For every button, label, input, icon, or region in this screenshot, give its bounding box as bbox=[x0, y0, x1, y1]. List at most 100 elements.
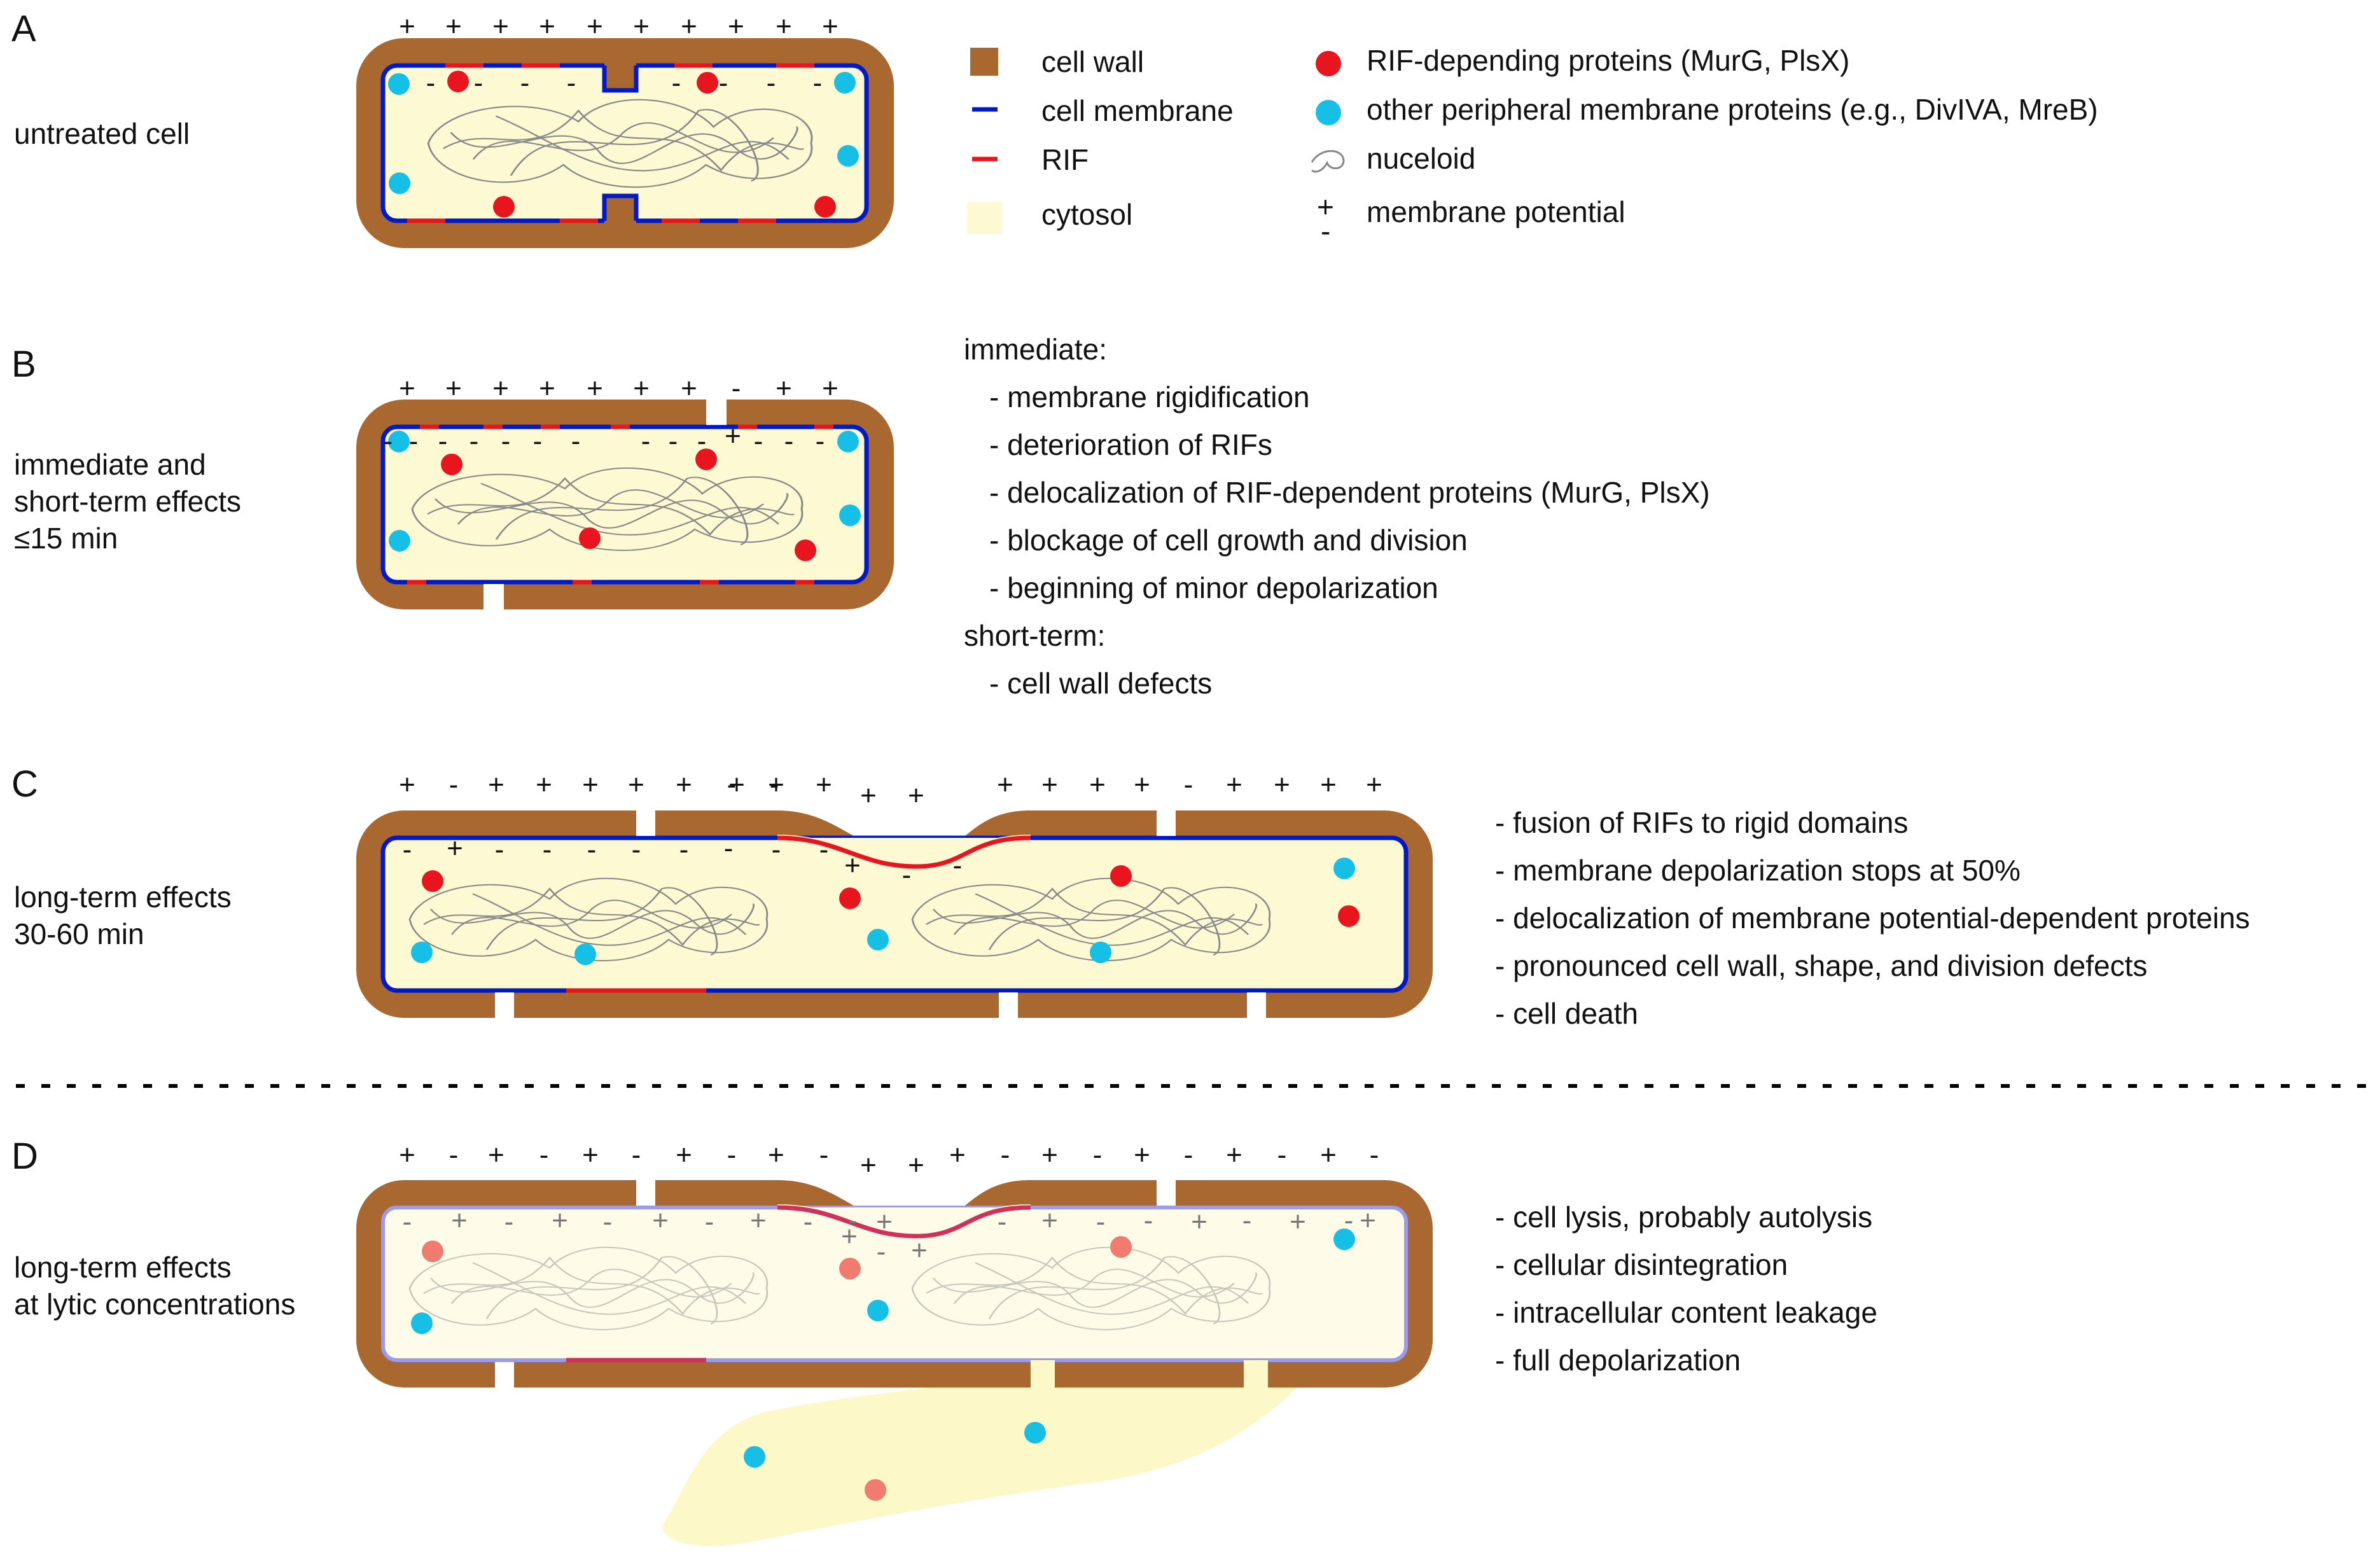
rif-protein bbox=[441, 454, 463, 475]
minus-sign: - bbox=[1001, 1139, 1010, 1171]
plus-sign: + bbox=[1226, 769, 1242, 800]
legend-cell-wall: cell wall bbox=[1041, 45, 1145, 78]
cell-lytic bbox=[356, 1178, 1433, 1547]
septum-bottom bbox=[604, 196, 636, 248]
plus-sign: + bbox=[949, 1139, 966, 1171]
rif-protein bbox=[1110, 1236, 1132, 1258]
rif-protein bbox=[422, 870, 443, 892]
wall-rupture bbox=[1244, 1360, 1268, 1392]
plus-sign: + bbox=[492, 11, 509, 42]
minus-sign: - bbox=[501, 426, 511, 457]
minus-sign: - bbox=[819, 834, 829, 865]
minus-sign: - bbox=[754, 426, 763, 457]
rif-protein bbox=[422, 1241, 443, 1262]
minus-sign: - bbox=[449, 1139, 459, 1171]
cell-short-term bbox=[356, 397, 894, 612]
plus-sign: + bbox=[399, 11, 415, 42]
plus-sign: + bbox=[728, 11, 744, 42]
plus-sign: + bbox=[1274, 769, 1290, 800]
effect-item: - blockage of cell growth and division bbox=[989, 524, 1468, 557]
minus-sign: - bbox=[603, 1206, 613, 1237]
peripheral-protein bbox=[837, 145, 859, 167]
rif-protein bbox=[795, 539, 816, 561]
legend-plus-sign: + bbox=[1317, 190, 1334, 223]
panel-d-label-1: long-term effects bbox=[14, 1251, 232, 1284]
plus-sign: + bbox=[768, 1139, 784, 1171]
plus-sign: + bbox=[445, 373, 462, 404]
minus-sign: - bbox=[495, 834, 505, 865]
minus-sign: - bbox=[403, 1206, 412, 1237]
plus-sign: + bbox=[1134, 769, 1150, 800]
minus-sign: - bbox=[877, 1236, 886, 1267]
wall-defect bbox=[636, 808, 655, 836]
panel-b-effects: immediate: - membrane rigidification - d… bbox=[964, 326, 1710, 707]
rif-rigid-domain bbox=[777, 1205, 1031, 1239]
cell-untreated bbox=[356, 38, 894, 248]
minus-sign: - bbox=[470, 426, 479, 457]
plus-sign: + bbox=[587, 373, 603, 404]
minus-sign: - bbox=[403, 834, 412, 865]
panel-letter-c: C bbox=[11, 763, 38, 805]
peripheral-protein bbox=[834, 72, 856, 94]
minus-sign: - bbox=[1001, 1139, 1010, 1171]
plus-sign: + bbox=[1320, 769, 1337, 800]
plus-sign: + bbox=[776, 11, 792, 42]
leaked-cytosol bbox=[662, 1361, 1298, 1547]
plus-sign: + bbox=[1041, 1205, 1058, 1236]
plus-sign: + bbox=[676, 769, 692, 800]
panel-a-label: untreated cell bbox=[14, 117, 190, 150]
effect-item: - pronounced cell wall, shape, and divis… bbox=[1495, 949, 2148, 982]
plus-sign: + bbox=[725, 421, 741, 452]
plus-sign: + bbox=[768, 769, 784, 800]
minus-sign: - bbox=[1184, 769, 1193, 800]
panel-b-label-3: ≤15 min bbox=[14, 522, 118, 555]
peripheral-protein bbox=[411, 942, 433, 963]
minus-sign: - bbox=[819, 1139, 829, 1171]
panel-letter-a: A bbox=[11, 8, 36, 50]
legend-rif: RIF bbox=[1041, 143, 1089, 176]
cell-long-term bbox=[356, 808, 1433, 1020]
plus-sign: + bbox=[1366, 769, 1382, 800]
minus-sign: - bbox=[1093, 1139, 1103, 1171]
effect-item: - cellular disintegration bbox=[1495, 1248, 1788, 1281]
minus-sign: - bbox=[902, 859, 912, 891]
effect-item: - intracellular content leakage bbox=[1495, 1296, 1877, 1329]
plus-sign: + bbox=[447, 833, 463, 864]
legend-rif-protein-swatch bbox=[1316, 51, 1341, 76]
plus-sign: + bbox=[1041, 769, 1058, 800]
panel-b-label-1: immediate and bbox=[14, 448, 206, 481]
peripheral-protein bbox=[1333, 858, 1355, 879]
rif-domains bbox=[407, 63, 814, 223]
wall-defect bbox=[484, 584, 504, 612]
minus-sign: - bbox=[1344, 1205, 1354, 1236]
plus-sign: + bbox=[750, 1205, 767, 1236]
septum-top bbox=[604, 38, 636, 90]
minus-sign: - bbox=[1096, 1206, 1106, 1237]
plus-sign: + bbox=[860, 1150, 877, 1181]
rif-protein bbox=[697, 72, 718, 94]
peripheral-protein bbox=[574, 943, 596, 965]
minus-sign: - bbox=[697, 426, 707, 457]
plus-sign: + bbox=[816, 769, 832, 800]
effect-heading: short-term: bbox=[964, 619, 1106, 652]
minus-sign: - bbox=[732, 373, 741, 404]
wall-defect bbox=[495, 992, 514, 1020]
wall-defect bbox=[706, 397, 727, 425]
effect-item: - cell death bbox=[1495, 997, 1639, 1030]
plus-sign: + bbox=[582, 1139, 599, 1171]
rif-protein bbox=[447, 71, 469, 92]
plus-sign: + bbox=[399, 373, 415, 404]
minus-sign: - bbox=[772, 834, 781, 865]
minus-sign: - bbox=[848, 1205, 858, 1236]
plus-sign: + bbox=[536, 769, 552, 800]
legend-symbols bbox=[967, 48, 1345, 234]
effect-item: - beginning of minor depolarization bbox=[989, 571, 1438, 604]
rif-protein bbox=[695, 449, 717, 470]
minus-sign: - bbox=[767, 67, 776, 99]
effect-item: - deterioration of RIFs bbox=[989, 428, 1272, 461]
peripheral-protein bbox=[1090, 942, 1111, 963]
plus-sign: + bbox=[1089, 769, 1106, 800]
plus-sign: + bbox=[1320, 1139, 1337, 1171]
plus-sign: + bbox=[676, 1139, 692, 1171]
